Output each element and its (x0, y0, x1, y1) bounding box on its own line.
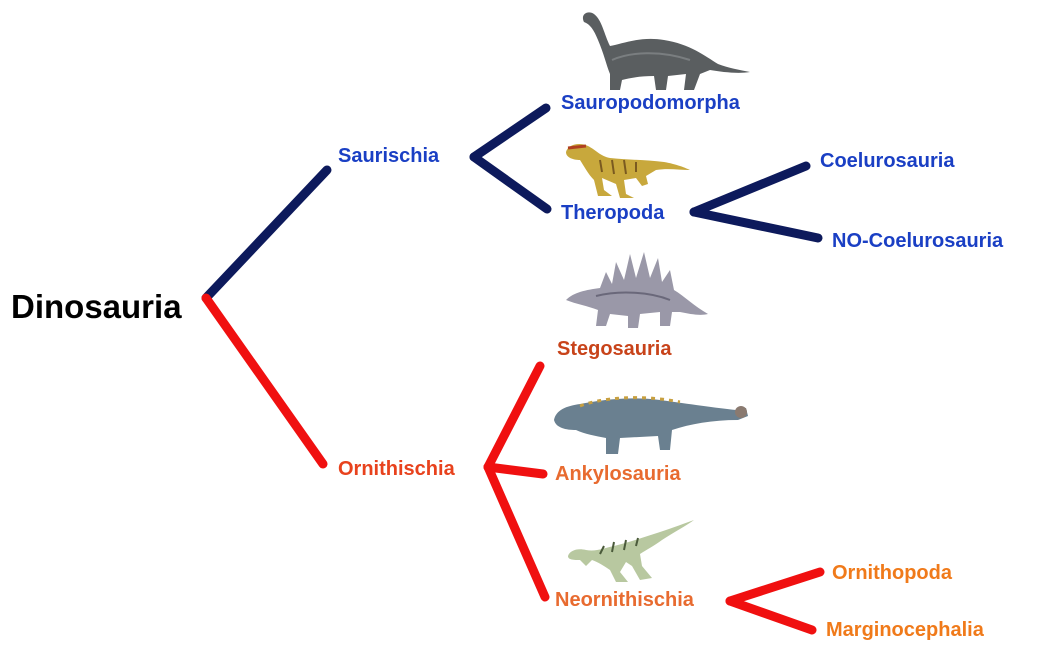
node-label-stegosauria: Stegosauria (557, 338, 672, 360)
node-label-theropoda: Theropoda (561, 202, 665, 224)
node-label-ankylosauria: Ankylosauria (555, 463, 681, 485)
branch-saurischia-sauropodomorpha (469, 103, 551, 162)
saurischia-branches (201, 103, 823, 303)
sauropod-icon (582, 12, 750, 91)
branch-dinosauria-ornithischia (201, 293, 328, 469)
branch-dinosauria-saurischia (201, 165, 332, 303)
node-label-saurischia: Saurischia (338, 145, 440, 167)
branch-ornithischia-stegosauria (483, 361, 545, 472)
branch-neornithischia-ornithopoda (725, 567, 825, 606)
node-label-ornithopoda: Ornithopoda (832, 562, 952, 584)
node-label-neornithischia: Neornithischia (555, 589, 694, 611)
branch-theropoda-no-coelurosauria (689, 207, 823, 243)
branch-theropoda-coelurosauria (689, 161, 811, 217)
branch-neornithischia-marginocephalia (725, 596, 817, 635)
branch-ornithischia-neornithischia (483, 462, 550, 602)
node-label-sauropodomorpha: Sauropodomorpha (561, 92, 740, 114)
node-label-no-coelurosauria: NO-Coelurosauria (832, 230, 1004, 252)
root-label-dinosauria: Dinosauria (11, 288, 182, 325)
branch-ornithischia-ankylosauria (483, 462, 548, 479)
node-label-coelurosauria: Coelurosauria (820, 150, 955, 172)
ankylosaurus-icon (554, 396, 748, 454)
node-label-marginocephalia: Marginocephalia (826, 619, 984, 641)
ornithopod-icon (568, 520, 694, 582)
stegosaurus-icon (566, 252, 708, 328)
node-label-ornithischia: Ornithischia (338, 458, 455, 480)
theropod-icon (566, 144, 690, 198)
branch-saurischia-theropoda (469, 152, 552, 214)
ornithischia-branches (201, 293, 825, 635)
